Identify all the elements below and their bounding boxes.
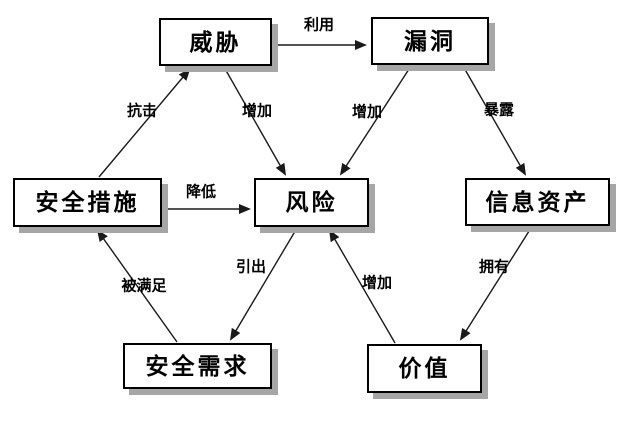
edge-label-increase-vuln-risk: 增加 bbox=[351, 103, 383, 121]
edge-label-expose: 暴露 bbox=[483, 101, 515, 119]
edge-label-exploit: 利用 bbox=[303, 16, 335, 34]
arrow-increase-threat-risk bbox=[223, 66, 286, 176]
node-security-measures: 安全措施 bbox=[13, 178, 162, 227]
node-information-assets: 信息资产 bbox=[465, 178, 610, 226]
node-vulnerability-label: 漏洞 bbox=[404, 27, 456, 54]
edge-label-derive: 引出 bbox=[235, 258, 267, 276]
node-information-assets-label: 信息资产 bbox=[485, 188, 590, 215]
arrow-derive bbox=[229, 227, 298, 341]
node-value: 价值 bbox=[367, 344, 482, 393]
edge-label-reduce: 降低 bbox=[185, 183, 217, 201]
edge-label-satisfied-by: 被满足 bbox=[121, 277, 167, 295]
arrow-own bbox=[459, 227, 532, 341]
edge-label-resist: 抗击 bbox=[126, 102, 158, 120]
node-value-label: 价值 bbox=[398, 355, 451, 381]
node-threat: 威胁 bbox=[159, 18, 272, 66]
arrow-resist bbox=[98, 68, 191, 178]
node-risk-label: 风险 bbox=[285, 189, 338, 215]
node-security-requirements: 安全需求 bbox=[123, 343, 272, 389]
edge-label-own: 拥有 bbox=[478, 258, 510, 276]
edge-label-increase-threat-risk: 增加 bbox=[241, 102, 273, 120]
node-vulnerability: 漏洞 bbox=[371, 17, 489, 65]
arrow-expose bbox=[462, 65, 526, 176]
node-threat-label: 威胁 bbox=[189, 28, 242, 55]
node-security-requirements-label: 安全需求 bbox=[145, 352, 250, 379]
edge-label-increase-value-risk: 增加 bbox=[361, 274, 393, 292]
node-security-measures-label: 安全措施 bbox=[35, 189, 140, 215]
node-risk: 风险 bbox=[254, 178, 369, 227]
